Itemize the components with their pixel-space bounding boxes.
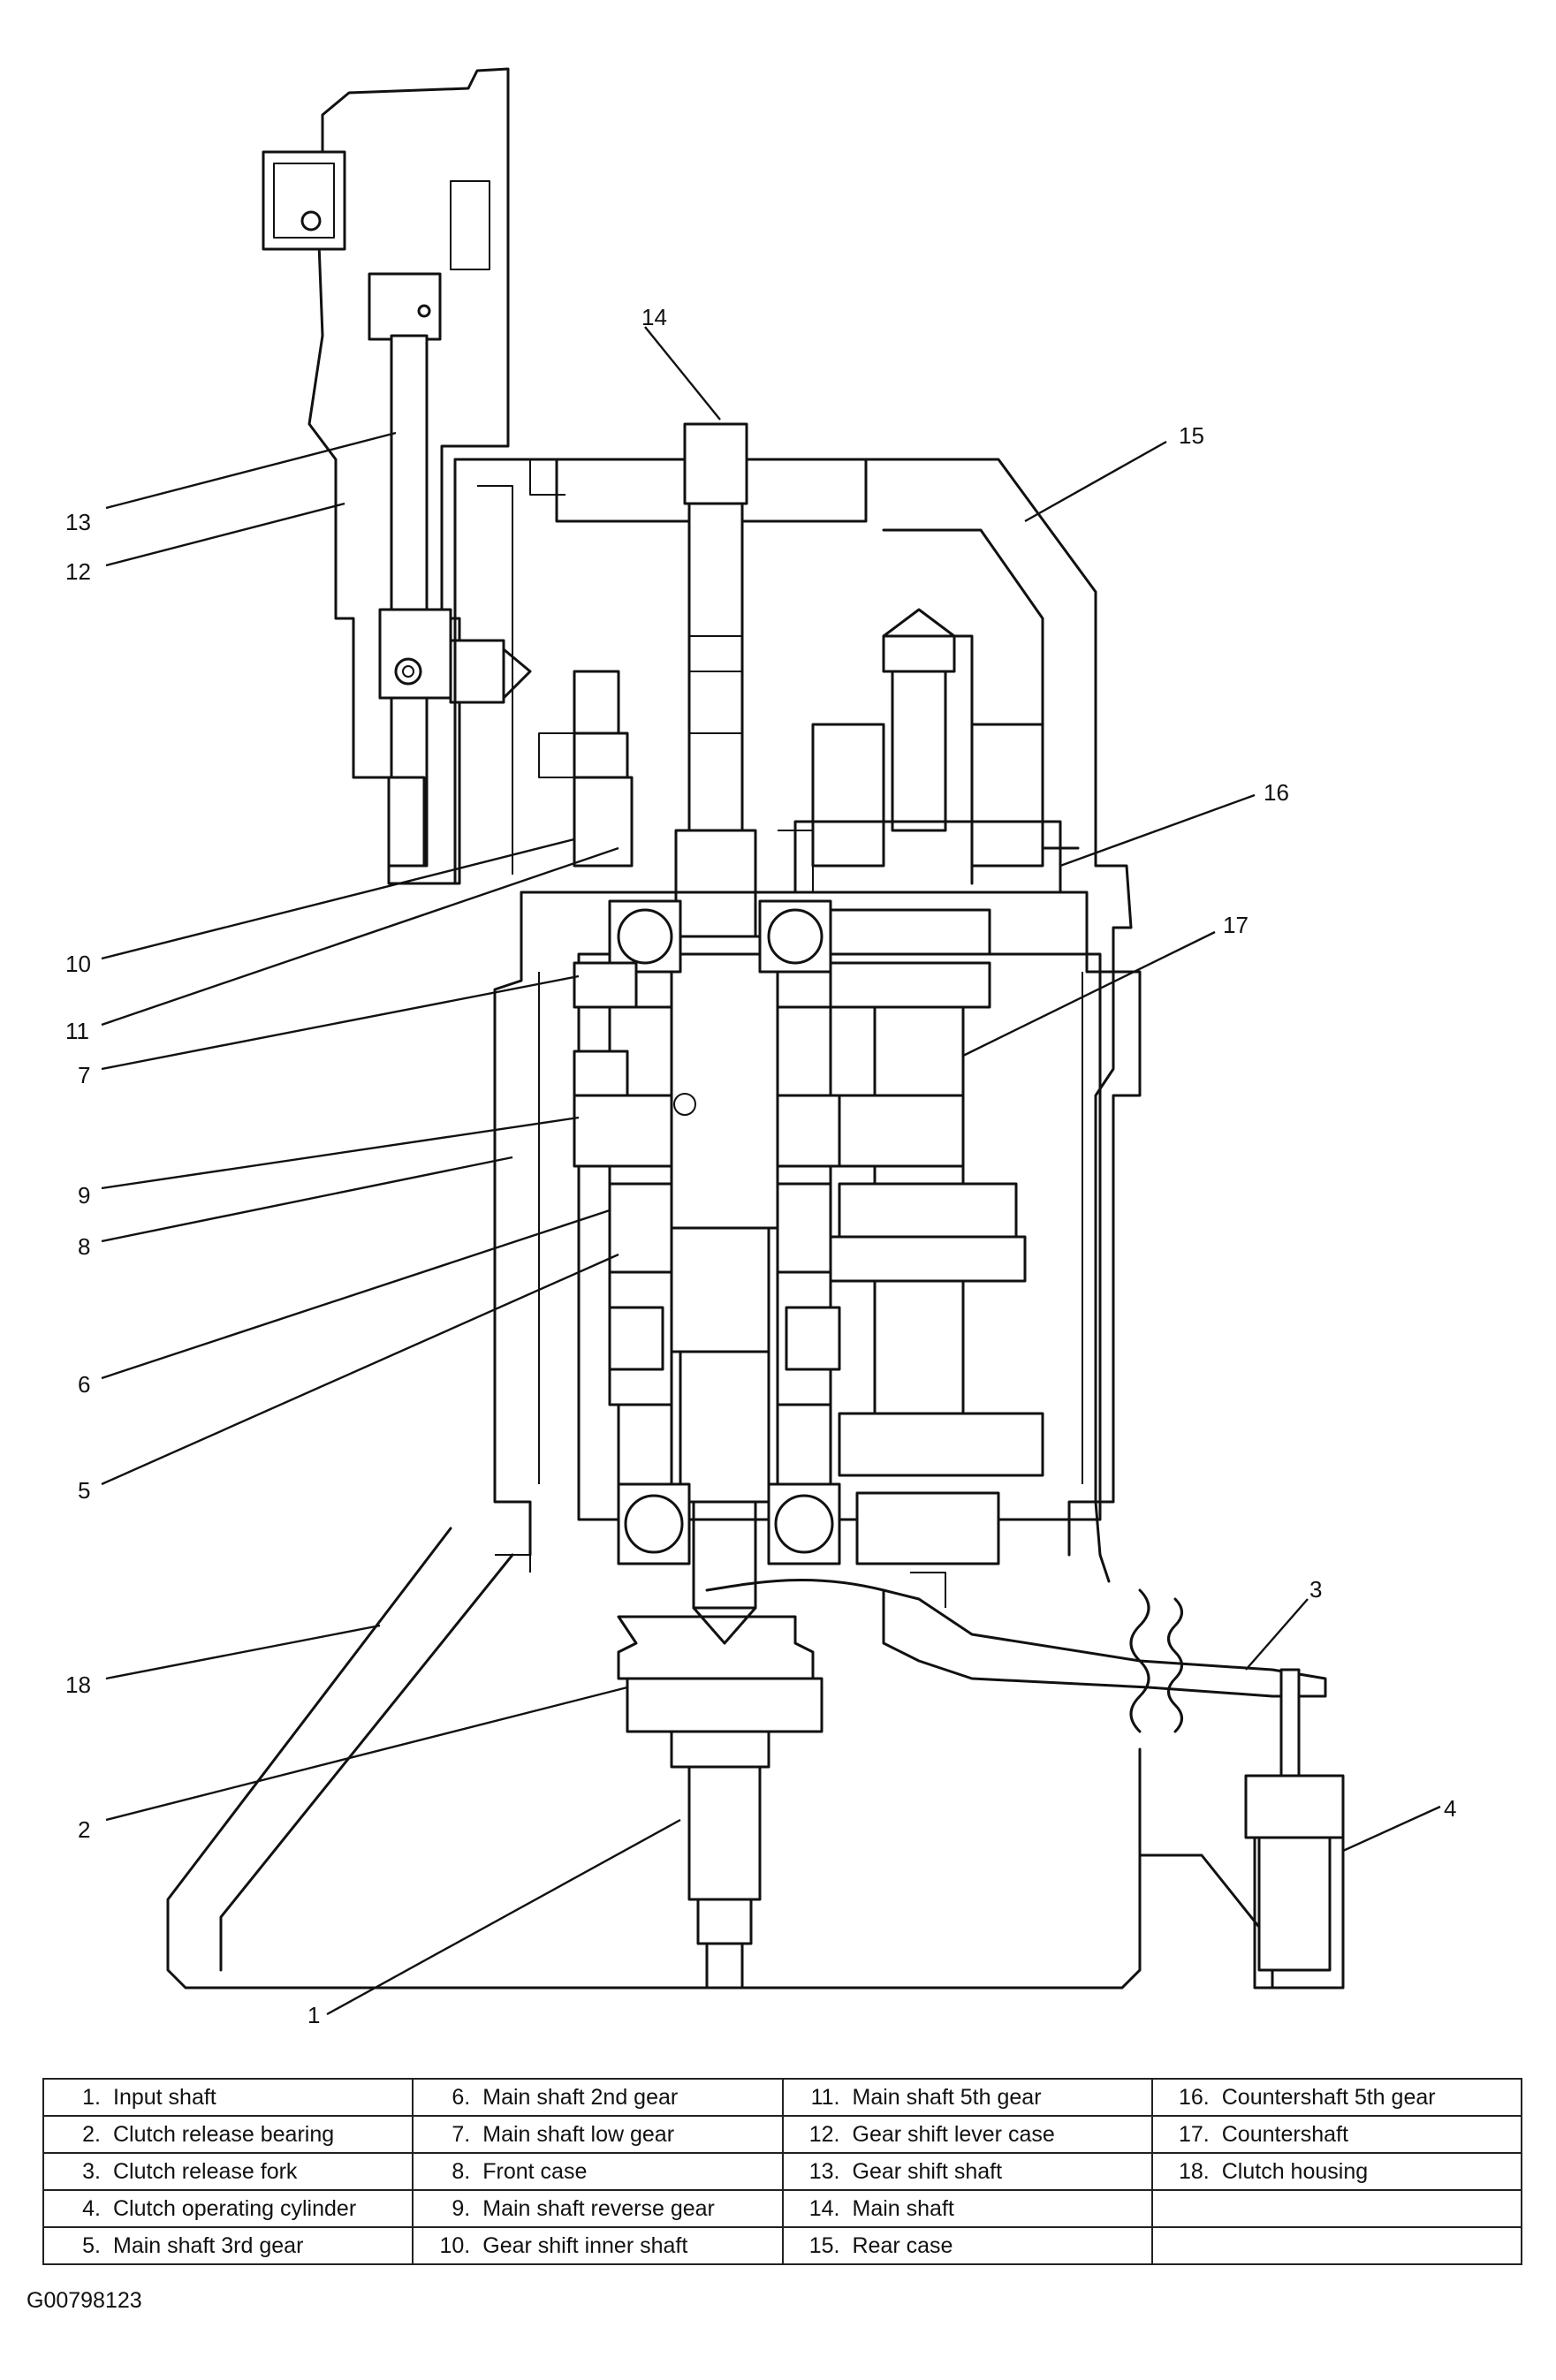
callout-7: 7 (78, 1062, 90, 1088)
callout-11: 11 (65, 1018, 89, 1044)
callout-2: 2 (78, 1816, 90, 1843)
rear-case (453, 458, 1133, 1583)
callout-12: 12 (65, 558, 91, 585)
legend-cell: 17.Countershaft (1150, 2115, 1523, 2154)
input-shaft (687, 1765, 762, 1990)
legend-row: 1.Input shaft 6.Main shaft 2nd gear 11.M… (42, 2078, 1523, 2117)
legend-cell: 15.Rear case (781, 2226, 1153, 2265)
bearings (608, 899, 841, 1565)
callout-labels: 1 2 3 4 5 6 7 8 9 10 11 12 13 14 15 16 1… (65, 304, 1456, 2028)
legend-cell: 9.Main shaft reverse gear (412, 2189, 784, 2228)
callout-15: 15 (1179, 422, 1204, 449)
legend-cell: 3.Clutch release fork (42, 2152, 414, 2191)
legend-cell: 6.Main shaft 2nd gear (412, 2078, 784, 2117)
figure-code: G00798123 (27, 2288, 142, 2313)
callout-9: 9 (78, 1182, 90, 1209)
callout-14: 14 (641, 304, 667, 330)
legend-cell (1150, 2189, 1523, 2228)
main-shaft-5th-gear (538, 670, 634, 868)
transmission-cross-section-diagram: 1 2 3 4 5 6 7 8 9 10 11 12 13 14 15 16 1… (65, 67, 1456, 2028)
legend-cell: 13.Gear shift shaft (781, 2152, 1153, 2191)
gear-shift-lever-case (262, 67, 510, 885)
callout-13: 13 (65, 509, 91, 535)
callout-4: 4 (1444, 1795, 1456, 1822)
callout-1: 1 (307, 2002, 320, 2028)
legend-cell: 2.Clutch release bearing (42, 2115, 414, 2154)
callout-17: 17 (1223, 912, 1249, 938)
legend-row: 2.Clutch release bearing 7.Main shaft lo… (42, 2115, 1523, 2154)
main-shaft (670, 422, 779, 1645)
countershaft (829, 908, 1044, 1565)
legend-cell (1150, 2226, 1523, 2265)
callout-18: 18 (65, 1671, 91, 1698)
legend-cell: 16.Countershaft 5th gear (1150, 2078, 1523, 2117)
legend-cell: 10.Gear shift inner shaft (412, 2226, 784, 2265)
callout-5: 5 (78, 1477, 90, 1504)
legend-cell: 14.Main shaft (781, 2189, 1153, 2228)
main-shaft-gears (573, 961, 868, 1486)
legend-row: 5.Main shaft 3rd gear 10.Gear shift inne… (42, 2226, 1523, 2265)
countershaft-5th-gear (778, 608, 1062, 894)
gear-shift-shaft (378, 334, 532, 868)
legend-cell: 1.Input shaft (42, 2078, 414, 2117)
legend-row: 3.Clutch release fork 8.Front case 13.Ge… (42, 2152, 1523, 2191)
legend-row: 4.Clutch operating cylinder 9.Main shaft… (42, 2189, 1523, 2228)
legend-cell: 11.Main shaft 5th gear (781, 2078, 1153, 2117)
leader-lines (101, 326, 1441, 2016)
clutch-operating-cylinder (1244, 1668, 1345, 1972)
clutch-release-fork (705, 1572, 1327, 1733)
legend-cell: 8.Front case (412, 2152, 784, 2191)
callout-10: 10 (65, 951, 91, 977)
legend-cell: 12.Gear shift lever case (781, 2115, 1153, 2154)
legend-cell: 5.Main shaft 3rd gear (42, 2226, 414, 2265)
legend-cell: 7.Main shaft low gear (412, 2115, 784, 2154)
callout-6: 6 (78, 1371, 90, 1398)
callout-8: 8 (78, 1233, 90, 1260)
legend-cell: 18.Clutch housing (1150, 2152, 1523, 2191)
legend-cell: 4.Clutch operating cylinder (42, 2189, 414, 2228)
parts-legend-table: 1.Input shaft 6.Main shaft 2nd gear 11.M… (42, 2078, 1523, 2265)
clutch-release-bearing (617, 1615, 824, 1769)
callout-3: 3 (1309, 1576, 1322, 1603)
callout-16: 16 (1264, 779, 1289, 806)
